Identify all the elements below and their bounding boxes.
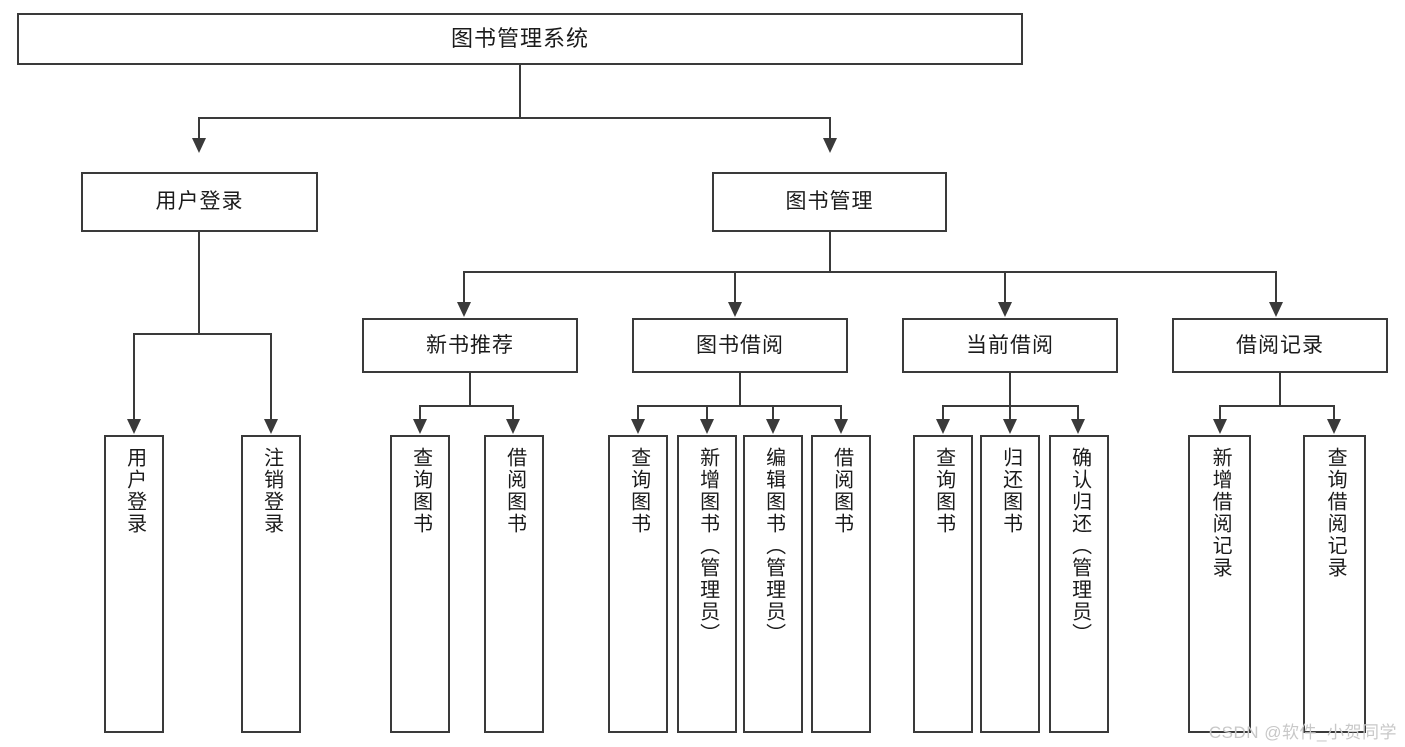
leaf-query-book-borrow[interactable]: 查询图书 <box>608 435 668 733</box>
leaf-logout[interactable]: 注销登录 <box>241 435 301 733</box>
node-label: 借阅记录 <box>1236 333 1324 357</box>
connector-level3-drop-1 <box>463 271 465 303</box>
connector-borrow-record-stem <box>1279 373 1281 405</box>
connector-user-login-drop-1 <box>133 333 135 420</box>
arrow-to-leaf-logout <box>264 419 278 434</box>
leaf-add-book-admin[interactable]: 新增图书（管理员） <box>677 435 737 733</box>
leaf-label: 用户登录 <box>123 447 146 535</box>
connector-level2-bus <box>198 117 831 119</box>
arrow-to-user-login <box>192 138 206 153</box>
connector-level3-bus <box>463 271 1277 273</box>
leaf-query-book-current[interactable]: 查询图书 <box>913 435 973 733</box>
leaf-query-borrow-record[interactable]: 查询借阅记录 <box>1303 435 1366 733</box>
connector-current-borrow-stem <box>1009 373 1011 405</box>
arrow-to-leaf-edit-book <box>766 419 780 434</box>
connector-user-login-bus <box>133 333 272 335</box>
arrow-to-leaf-add-book <box>700 419 714 434</box>
connector-new-book-bus <box>419 405 514 407</box>
leaf-confirm-return-admin[interactable]: 确认归还（管理员） <box>1049 435 1109 733</box>
arrow-to-leaf-borrow-book-1 <box>506 419 520 434</box>
leaf-label: 查询图书 <box>932 447 955 535</box>
leaf-label: 借阅图书 <box>830 447 853 535</box>
connector-new-book-stem <box>469 373 471 405</box>
connector-current-borrow-drop-3 <box>1077 405 1079 420</box>
connector-level3-drop-2 <box>734 271 736 303</box>
leaf-label: 查询图书 <box>409 447 432 535</box>
node-new-book-recommend[interactable]: 新书推荐 <box>362 318 578 373</box>
node-label: 图书借阅 <box>696 333 784 357</box>
connector-borrow-record-drop-2 <box>1333 405 1335 420</box>
leaf-label: 编辑图书（管理员） <box>762 447 785 645</box>
node-label: 新书推荐 <box>426 333 514 357</box>
arrow-to-borrow-record <box>1269 302 1283 317</box>
arrow-to-current-borrow <box>998 302 1012 317</box>
connector-book-borrow-drop-4 <box>840 405 842 420</box>
leaf-label: 借阅图书 <box>503 447 526 535</box>
leaf-add-borrow-record[interactable]: 新增借阅记录 <box>1188 435 1251 733</box>
connector-level3-drop-3 <box>1004 271 1006 303</box>
connector-user-login-stem <box>198 232 200 333</box>
arrow-to-leaf-add-record <box>1213 419 1227 434</box>
arrow-to-new-book-recommend <box>457 302 471 317</box>
leaf-label: 查询借阅记录 <box>1324 447 1347 579</box>
connector-book-borrow-bus <box>637 405 842 407</box>
leaf-label: 新增图书（管理员） <box>696 447 719 645</box>
arrow-to-leaf-query-book-1 <box>413 419 427 434</box>
node-book-management[interactable]: 图书管理 <box>712 172 947 232</box>
connector-book-borrow-drop-1 <box>637 405 639 420</box>
connector-level2-drop-1 <box>198 117 200 139</box>
arrow-to-book-borrow <box>728 302 742 317</box>
connector-new-book-drop-2 <box>512 405 514 420</box>
node-label: 图书管理系统 <box>450 25 589 51</box>
connector-new-book-drop-1 <box>419 405 421 420</box>
leaf-edit-book-admin[interactable]: 编辑图书（管理员） <box>743 435 803 733</box>
connector-borrow-record-bus <box>1219 405 1335 407</box>
arrow-to-leaf-return-book <box>1003 419 1017 434</box>
connector-level2-drop-2 <box>829 117 831 139</box>
leaf-label: 归还图书 <box>999 447 1022 535</box>
arrow-to-leaf-user-login <box>127 419 141 434</box>
arrow-to-leaf-query-book-2 <box>631 419 645 434</box>
arrow-to-leaf-borrow-book-2 <box>834 419 848 434</box>
connector-borrow-record-drop-1 <box>1219 405 1221 420</box>
node-borrow-record[interactable]: 借阅记录 <box>1172 318 1388 373</box>
connector-current-borrow-drop-1 <box>942 405 944 420</box>
node-label: 用户登录 <box>155 190 244 214</box>
node-label: 图书管理 <box>785 190 874 214</box>
connector-user-login-drop-2 <box>270 333 272 420</box>
node-user-login[interactable]: 用户登录 <box>81 172 318 232</box>
leaf-label: 确认归还（管理员） <box>1068 447 1091 645</box>
leaf-query-book-recommend[interactable]: 查询图书 <box>390 435 450 733</box>
arrow-to-leaf-query-record <box>1327 419 1341 434</box>
connector-book-borrow-drop-2 <box>706 405 708 420</box>
leaf-borrow-book-recommend[interactable]: 借阅图书 <box>484 435 544 733</box>
arrow-to-book-management <box>823 138 837 153</box>
leaf-label: 新增借阅记录 <box>1209 447 1232 579</box>
connector-book-borrow-stem <box>739 373 741 405</box>
node-current-borrow[interactable]: 当前借阅 <box>902 318 1118 373</box>
leaf-label: 注销登录 <box>260 447 283 535</box>
connector-book-management-stem <box>829 232 831 271</box>
leaf-borrow-book[interactable]: 借阅图书 <box>811 435 871 733</box>
node-root-library-system[interactable]: 图书管理系统 <box>17 13 1023 65</box>
leaf-label: 查询图书 <box>627 447 650 535</box>
arrow-to-leaf-query-book-3 <box>936 419 950 434</box>
connector-root-stem <box>519 65 521 117</box>
node-label: 当前借阅 <box>966 333 1054 357</box>
leaf-user-login[interactable]: 用户登录 <box>104 435 164 733</box>
leaf-return-book[interactable]: 归还图书 <box>980 435 1040 733</box>
connector-current-borrow-drop-2 <box>1009 405 1011 420</box>
connector-book-borrow-drop-3 <box>772 405 774 420</box>
node-book-borrow[interactable]: 图书借阅 <box>632 318 848 373</box>
arrow-to-leaf-confirm-return <box>1071 419 1085 434</box>
connector-level3-drop-4 <box>1275 271 1277 303</box>
